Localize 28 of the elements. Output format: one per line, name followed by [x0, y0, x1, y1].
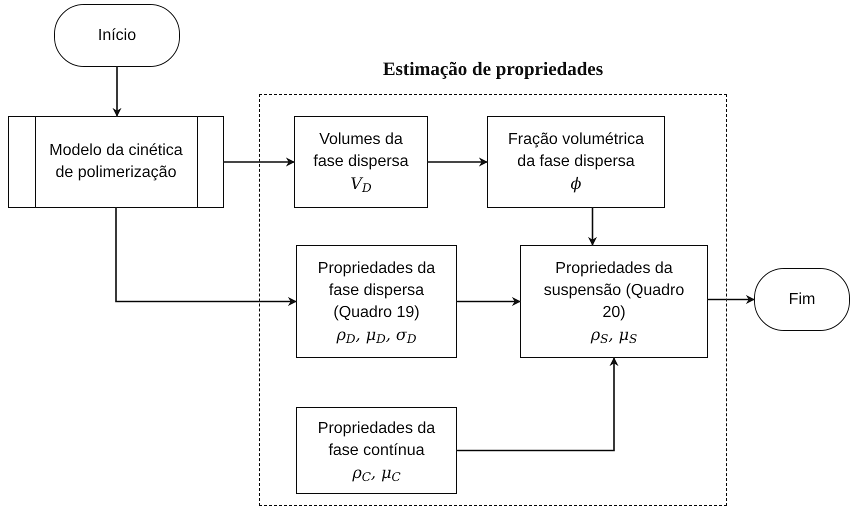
process-box [487, 116, 665, 208]
node-label: Início [98, 26, 136, 46]
arrow [708, 295, 755, 304]
math-symbol: ϕ [570, 173, 582, 195]
node-label: Propriedades da fase dispersa (Quadro 19) [316, 258, 436, 322]
arrow [224, 158, 295, 166]
process-box [296, 245, 457, 358]
process-box [294, 116, 428, 208]
subprocess-box [8, 116, 224, 208]
terminal-shape [54, 4, 180, 67]
group-title: Estimação de propriedades [382, 58, 604, 82]
arrow [457, 357, 618, 452]
node-label: Modelo da cinética de polimerização [48, 141, 184, 183]
math-symbol: ρ$_{C}$, μ$_{C}$ [352, 462, 401, 484]
math-symbol: ρ$_{S}$, μ$_{S}$ [590, 324, 638, 346]
terminal-shape [754, 268, 850, 331]
node-label: Propriedades da suspensão (Quadro 20) [542, 258, 686, 322]
node-label: Volumes da fase dispersa [312, 130, 410, 172]
process-box [520, 245, 708, 358]
arrow [588, 208, 597, 246]
arrow [115, 208, 297, 306]
arrow [112, 67, 122, 117]
math-symbol: ρ$_{D}$, μ$_{D}$, σ$_{D}$ [336, 324, 416, 346]
arrow [457, 297, 521, 306]
node-label: Fim [788, 290, 816, 310]
math-symbol: V$_{D}$ [350, 173, 372, 195]
arrow [428, 158, 488, 166]
process-box [296, 407, 457, 494]
